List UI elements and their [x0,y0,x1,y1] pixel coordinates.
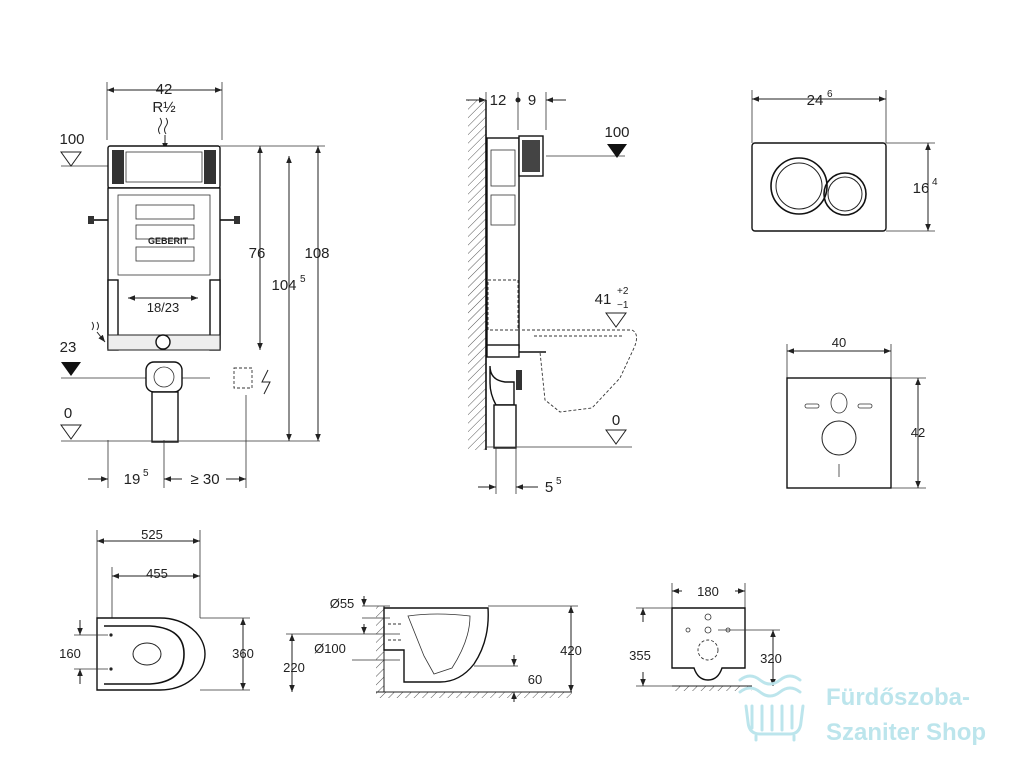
offset-19-label: 19 [124,471,141,488]
bowl-height-220: 220 [283,660,305,675]
height-76-label: 76 [249,245,266,262]
mat-height-label: 42 [911,425,925,440]
plate-height-sup: 4 [932,177,938,188]
side-level-41: 41 [595,291,612,308]
bowl-side-view: Ø55 Ø100 220 420 60 [283,596,582,702]
rear-height-320: 320 [760,651,782,666]
side-level-0: 0 [612,412,620,429]
side-depth-9: 9 [528,92,536,109]
bowl-width-360: 360 [232,646,254,661]
plate-width-sup: 6 [827,89,833,100]
watermark: Fürdőszoba- Szaniter Shop [738,674,986,746]
side-tolerance-minus: −1 [617,300,629,311]
bowl-fix-160: 160 [59,646,81,661]
bowl-inlet-55: Ø55 [330,596,355,611]
brand-logo: GEBERIT [148,236,189,246]
watermark-line-1: Fürdőszoba- [826,684,970,711]
inner-distance-label: 18/23 [147,300,180,315]
mat-width-label: 40 [832,335,846,350]
frame-width-label: 42 [156,81,173,98]
plate-height-label: 16 [913,180,930,197]
front-level-100: 100 [59,131,84,148]
height-108-label: 108 [304,245,329,262]
side-offset-5-sup: 5 [556,476,562,487]
offset-30-label: ≥ 30 [190,471,219,488]
bowl-rear-view: 180 355 320 [629,583,782,691]
height-104-sup: 5 [300,274,306,285]
level-triangle-filled-icon [61,362,81,376]
rear-width-180: 180 [697,584,719,599]
side-depth-12: 12 [490,92,507,109]
water-inlet-icon [158,117,168,135]
side-offset-5: 5 [545,479,553,496]
frame-side-view: 12 9 100 41 +2 −1 0 5 5 [466,92,637,496]
level-triangle-icon [60,151,82,167]
side-level-100: 100 [604,124,629,141]
watermark-line-2: Szaniter Shop [826,719,986,746]
bathtub-logo-icon [738,674,805,742]
side-tolerance-plus: +2 [617,286,629,297]
bowl-outlet-100: Ø100 [314,641,346,656]
frame-front-view: 42 R½ 100 GEBERIT 18/23 23 [59,81,330,488]
bowl-length-525: 525 [141,527,163,542]
bowl-length-455: 455 [146,566,168,581]
front-level-0: 0 [64,405,72,422]
bowl-top-view: 525 455 160 360 [59,527,254,691]
offset-19-sup: 5 [143,468,149,479]
bowl-height-420: 420 [560,643,582,658]
bowl-depth-60: 60 [528,672,542,687]
rear-height-355: 355 [629,648,651,663]
plate-width-label: 24 [807,92,824,109]
height-104-label: 104 [271,277,296,294]
water-connection-label: R½ [152,99,176,116]
installation-mat-view: 40 42 [786,335,926,489]
flush-plate-view: 24 6 16 4 [751,89,938,232]
front-level-23: 23 [60,339,77,356]
